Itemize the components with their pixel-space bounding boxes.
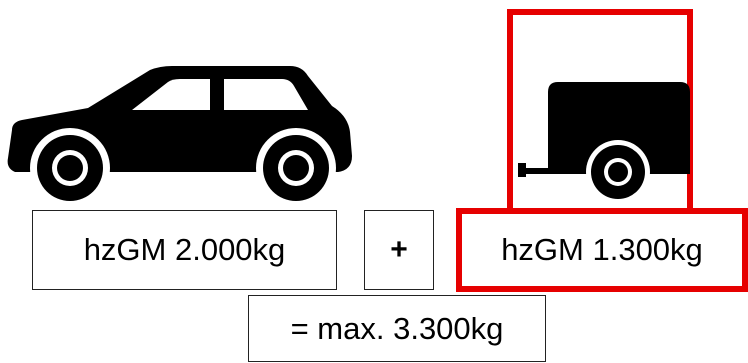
trailer-wheel bbox=[591, 145, 645, 199]
car-wheel-front bbox=[37, 135, 103, 201]
car-weight-label: hzGM 2.000kg bbox=[32, 210, 337, 290]
car-wheel-rear bbox=[263, 135, 329, 201]
plus-sign: + bbox=[364, 210, 434, 290]
total-weight-label: = max. 3.300kg bbox=[248, 295, 546, 362]
trailer-weight-label: hzGM 1.300kg bbox=[456, 208, 748, 292]
